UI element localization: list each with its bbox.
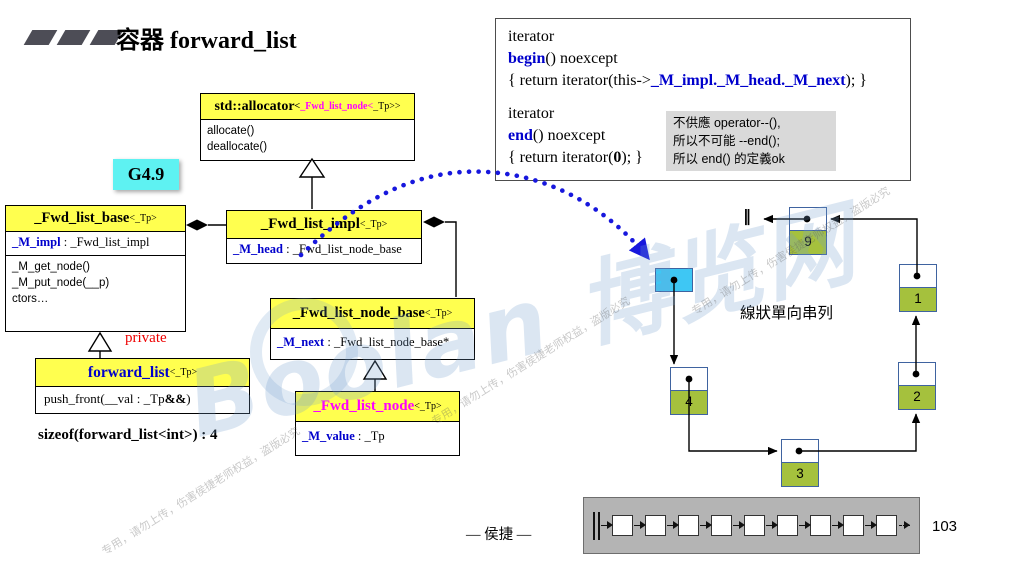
strip-arrow-icon — [601, 522, 613, 529]
strip-cell — [810, 515, 831, 536]
page-title: 容器 forward_list — [116, 20, 297, 55]
inheritance-triangle-icon — [362, 359, 388, 380]
class-attribute: _M_next : _Fwd_list_node_base* — [277, 335, 450, 349]
class-box-fwd-list-node: _Fwd_list_node<_Tp> _M_value : _Tp — [295, 391, 460, 456]
code-line: { return iterator(this->_M_impl._M_head.… — [508, 72, 867, 89]
code-line: end() noexcept — [508, 127, 606, 144]
gcc-version-tag: G4.9 — [113, 159, 179, 190]
page-number: 103 — [932, 518, 958, 535]
inheritance-triangle-icon — [298, 157, 326, 178]
strip-arrow-icon — [766, 522, 778, 529]
page-title-en: forward_list — [170, 28, 297, 54]
class-title: _Fwd_list_impl<_Tp> — [227, 211, 421, 239]
strip-arrow-icon — [832, 522, 844, 529]
strip-cell — [876, 515, 897, 536]
strip-dashed-arrow-icon — [899, 521, 910, 530]
note-no-operator-decrement: 不供應 operator--(), 所以不可能 --end(); 所以 end(… — [666, 111, 836, 171]
title-decoration-bar — [23, 30, 58, 45]
list-node-3: 3 — [781, 439, 819, 487]
code-blank-line — [508, 92, 898, 103]
composition-diamond-icon — [423, 216, 445, 228]
strip-cell — [678, 515, 699, 536]
node-pointer-box — [899, 264, 937, 288]
strip-cell — [777, 515, 798, 536]
node-value-box: 4 — [670, 391, 708, 415]
node-pointer-box — [789, 207, 827, 231]
node-value-box: 3 — [781, 463, 819, 487]
class-method: push_front(__val : _Tp&&) — [44, 391, 191, 406]
node-pointer-box — [898, 362, 936, 386]
class-methods: allocate() deallocate() — [207, 125, 268, 153]
node-value-box: 2 — [898, 386, 936, 410]
class-attribute: _M_head : _Fwd_list_node_base — [233, 242, 402, 256]
title-decoration-bar — [56, 30, 91, 45]
null-terminator-symbol: ‖ — [743, 206, 751, 225]
list-node-9: 9 — [789, 207, 827, 255]
code-line: iterator — [508, 105, 555, 122]
bottom-list-strip — [583, 497, 920, 554]
private-inheritance-label: private — [125, 330, 167, 346]
class-title: _Fwd_list_node_base<_Tp> — [271, 299, 474, 329]
node-value-box: 9 — [789, 231, 827, 255]
node-pointer-box — [670, 367, 708, 391]
class-box-fwd-list-node-base: _Fwd_list_node_base<_Tp> _M_next : _Fwd_… — [270, 298, 475, 360]
strip-arrow-icon — [667, 522, 679, 529]
inheritance-triangle-icon — [87, 331, 113, 352]
strip-arrow-icon — [733, 522, 745, 529]
node-pointer-box — [781, 439, 819, 463]
composition-line — [445, 221, 457, 297]
class-box-fwd-list-base: _Fwd_list_base<_Tp> _M_impl : _Fwd_list_… — [5, 205, 186, 332]
class-title: forward_list<_Tp> — [36, 359, 249, 387]
strip-cell — [612, 515, 633, 536]
class-title: std::allocator<_Fwd_list_node<_Tp>> — [201, 94, 414, 120]
code-line: iterator — [508, 28, 555, 45]
list-node-4: 4 — [670, 367, 708, 415]
author-footer: — 侯捷 — — [466, 527, 532, 543]
strip-cell — [711, 515, 732, 536]
code-line: { return iterator(0); } — [508, 149, 643, 166]
page-title-cjk: 容器 — [116, 28, 170, 54]
strip-cell — [744, 515, 765, 536]
strip-arrow-icon — [634, 522, 646, 529]
list-head-node — [655, 268, 693, 292]
code-line: begin() noexcept — [508, 50, 618, 67]
class-attribute: _M_impl : _Fwd_list_impl — [6, 232, 185, 256]
class-attribute: _M_value : _Tp — [302, 429, 385, 443]
composition-diamond-icon — [186, 219, 208, 231]
node-value-box: 1 — [899, 288, 937, 312]
class-box-fwd-list-impl: _Fwd_list_impl<_Tp> _M_head : _Fwd_list_… — [226, 210, 422, 264]
list-caption: 線狀單向串列 — [740, 305, 834, 322]
strip-arrow-icon — [865, 522, 877, 529]
class-box-std-allocator: std::allocator<_Fwd_list_node<_Tp>> allo… — [200, 93, 415, 161]
list-node-2: 2 — [898, 362, 936, 410]
class-box-forward-list: forward_list<_Tp> push_front(__val : _Tp… — [35, 358, 250, 414]
strip-head-marker — [593, 511, 600, 540]
strip-arrow-icon — [700, 522, 712, 529]
list-node-1: 1 — [899, 264, 937, 312]
class-title: _Fwd_list_node<_Tp> — [296, 392, 459, 422]
strip-cell — [645, 515, 666, 536]
class-methods: _M_get_node() _M_put_node(__p) ctors… — [12, 261, 110, 305]
strip-arrow-icon — [799, 522, 811, 529]
sizeof-note: sizeof(forward_list<int>) : 4 — [38, 427, 218, 443]
class-title: _Fwd_list_base<_Tp> — [6, 206, 185, 232]
strip-cell — [843, 515, 864, 536]
